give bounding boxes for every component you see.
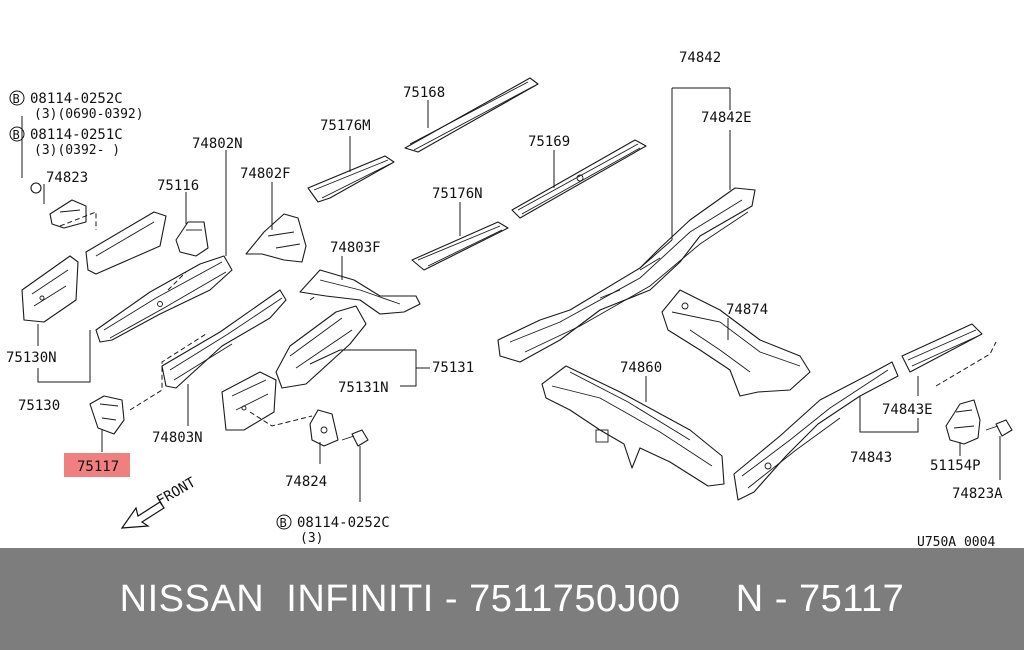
label-74823a: 74823A: [952, 486, 1003, 502]
part-74843: [733, 361, 899, 501]
label-74802n: 74802N: [192, 136, 243, 152]
part-upper-panel: [85, 211, 167, 275]
bolt-symbol-icon: [9, 90, 25, 106]
bolt3-part-number: 08114-0252C: [297, 515, 390, 531]
label-74874: 74874: [726, 302, 768, 318]
footer-part-number: NISSAN INFINITI - 7511750J00 N - 75117: [119, 577, 905, 620]
part-51154p: [945, 399, 981, 445]
label-74803f: 74803F: [330, 240, 381, 256]
bolt3-quantity: (3): [300, 531, 323, 546]
part-74823: [30, 182, 87, 229]
label-75116: 75116: [157, 178, 199, 194]
label-74823: 74823: [46, 170, 88, 186]
label-75131: 75131: [432, 360, 474, 376]
label-74843e: 74843E: [882, 402, 933, 418]
part-75176n: [411, 221, 509, 271]
label-75169: 75169: [528, 134, 570, 150]
part-74803n: [161, 289, 287, 389]
part-74824: [309, 409, 339, 447]
part-75130n: [21, 255, 79, 323]
leader-lines: [21, 87, 1001, 502]
part-74842: [497, 187, 756, 363]
label-51154p: 51154P: [930, 458, 981, 474]
part-74860: [541, 365, 725, 487]
part-75117: [89, 395, 125, 435]
part-75131n: [221, 371, 277, 431]
part-labels: 74842 74842E 75168 75176M 75169 74802N 7…: [6, 50, 1003, 548]
part-75168: [404, 77, 539, 153]
bolt-symbol-3: B: [280, 516, 287, 530]
part-75176m: [307, 155, 395, 203]
bolt-symbol-2: B: [13, 128, 20, 142]
bolt2-quantity: (3)(0392- ): [34, 143, 120, 158]
bolt-symbol-1: B: [13, 92, 20, 106]
front-label: FRONT: [154, 474, 199, 509]
parts-diagram: 74842 74842E 75168 75176M 75169 74802N 7…: [6, 50, 1013, 548]
label-75168: 75168: [403, 85, 445, 101]
label-75131n: 75131N: [338, 380, 389, 396]
label-75130: 75130: [18, 398, 60, 414]
bolt1-quantity: (3)(0690-0392): [34, 107, 144, 122]
part-74874: [661, 289, 811, 397]
label-74824: 74824: [285, 474, 327, 490]
bolt1-part-number: 08114-0252C: [30, 91, 123, 107]
label-75117: 75117: [77, 459, 119, 475]
label-74842e: 74842E: [701, 110, 752, 126]
bolt-symbol-icon: [9, 126, 25, 142]
part-75116: [175, 221, 209, 257]
part-74802n: [95, 255, 233, 343]
bolt-symbol-icon: [276, 514, 292, 530]
bolt2-part-number: 08114-0251C: [30, 127, 123, 143]
label-75130n: 75130N: [6, 350, 57, 366]
highlight-75117: [64, 453, 130, 477]
label-75176m: 75176M: [320, 118, 371, 134]
part-74843e: [901, 323, 983, 373]
front-arrow-icon: [120, 501, 165, 529]
label-74860: 74860: [620, 360, 662, 376]
label-75176n: 75176N: [432, 186, 483, 202]
part-75169: [511, 139, 647, 219]
label-74803n: 74803N: [152, 430, 203, 446]
part-74802f: [245, 213, 307, 263]
label-74843: 74843: [850, 450, 892, 466]
part-bolt-08114-0252c: [341, 429, 369, 447]
part-74823a-bolt: [985, 419, 1013, 437]
part-75131: [275, 305, 367, 389]
label-74802f: 74802F: [240, 166, 291, 182]
part-74803f: [299, 269, 421, 315]
diagram-code: U750A 0004: [917, 535, 995, 548]
footer-bar: NISSAN INFINITI - 7511750J00 N - 75117: [0, 548, 1024, 650]
dashed-guides: [59, 211, 997, 427]
label-74842: 74842: [679, 50, 721, 66]
